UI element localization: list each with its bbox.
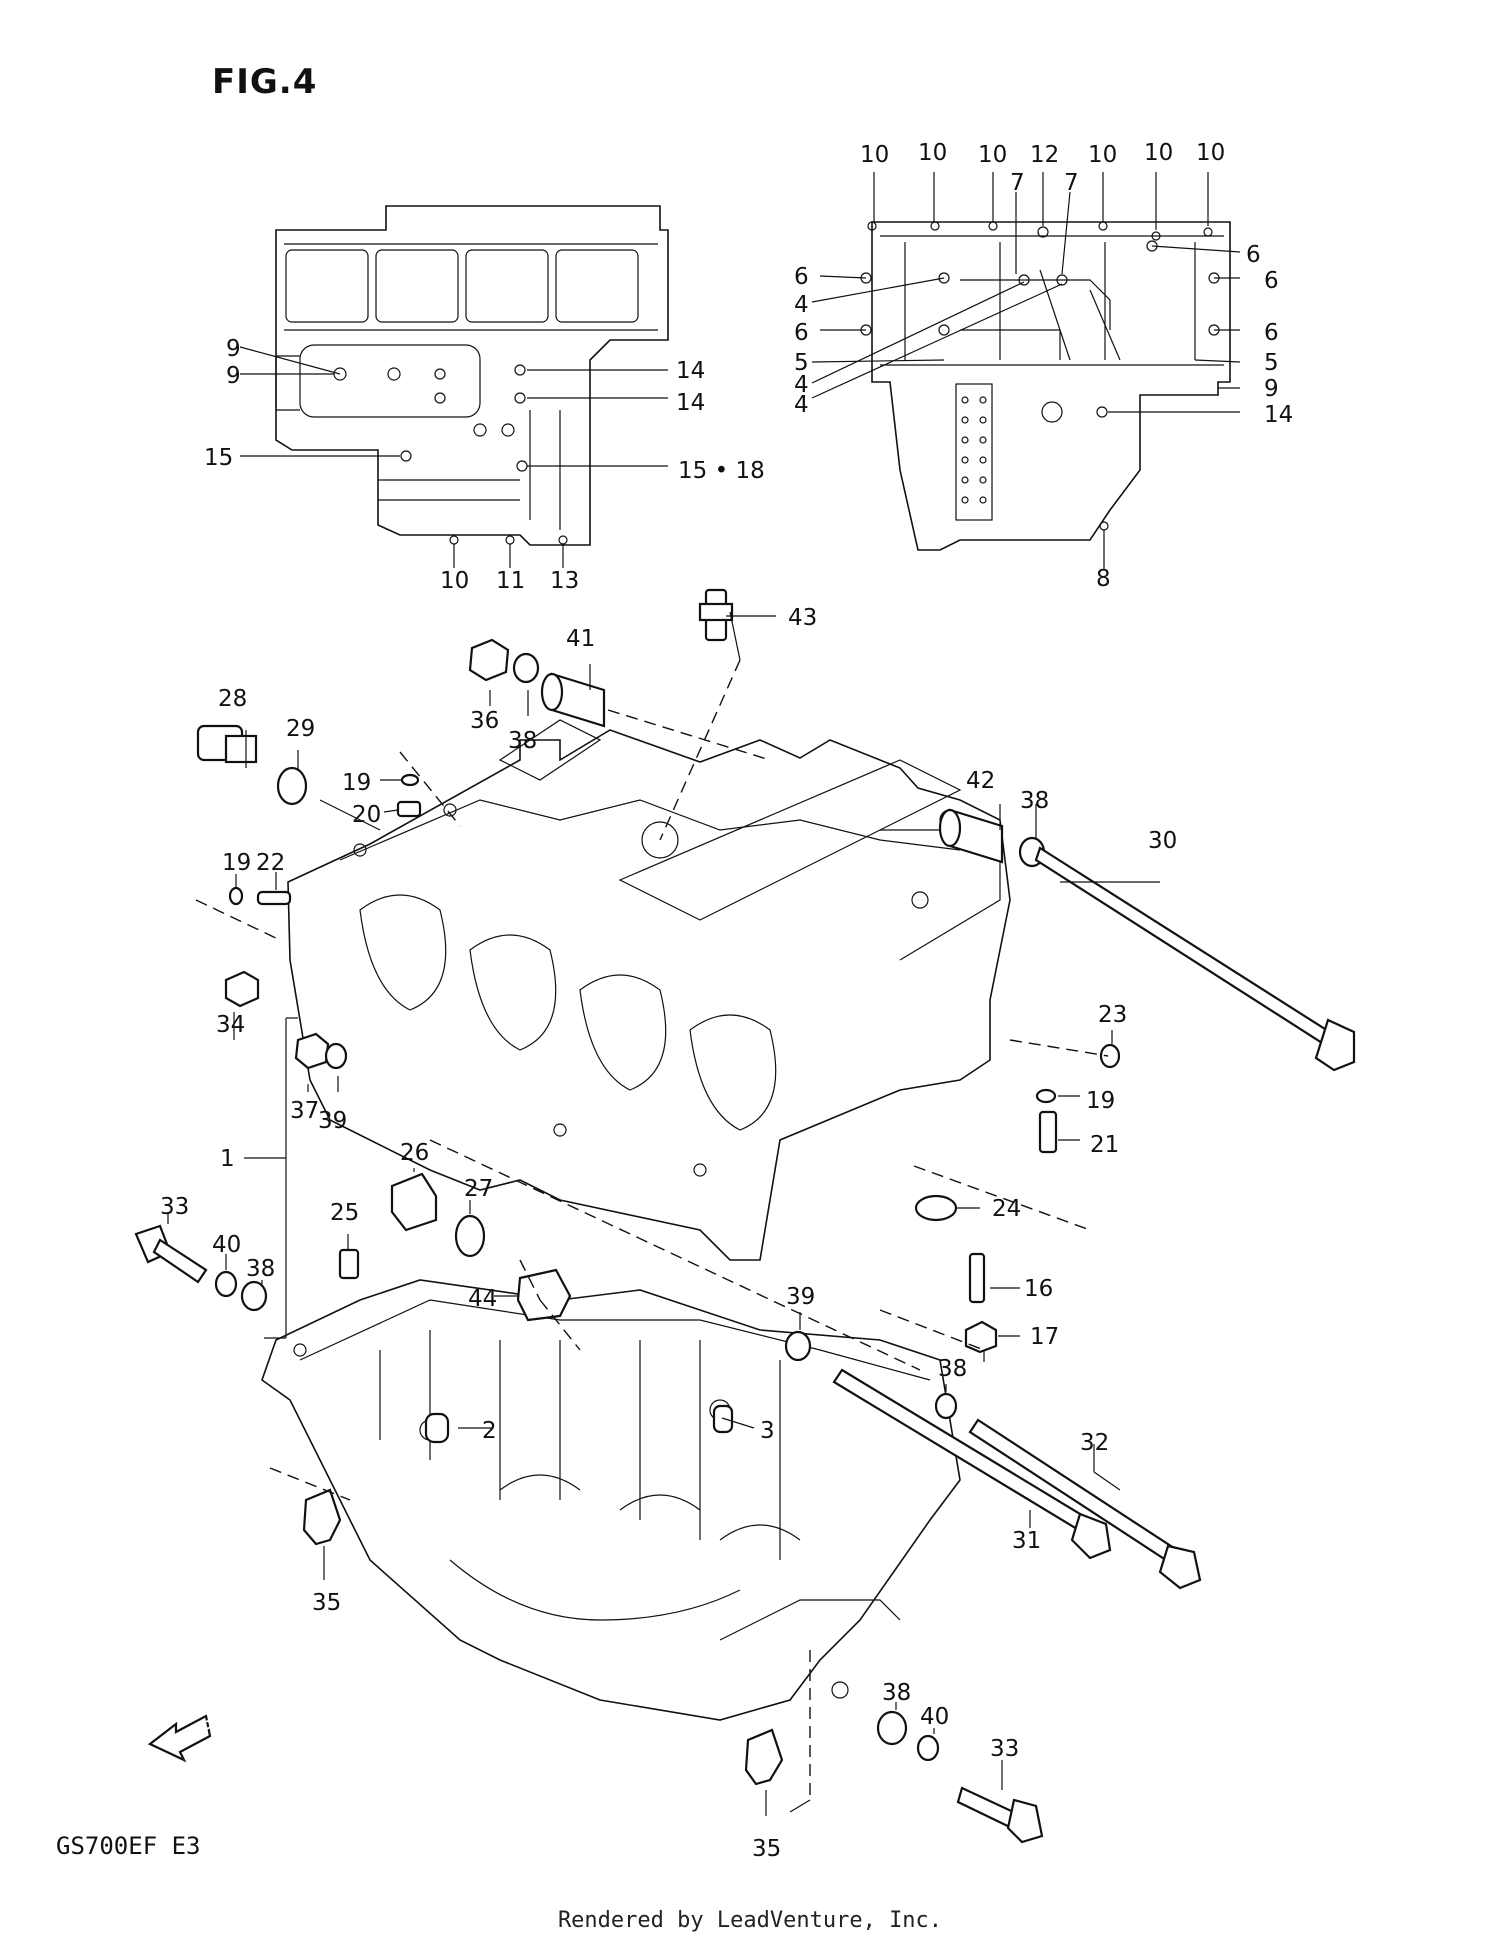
callout-top-right-10f: 10 xyxy=(1196,140,1225,166)
callout-top-left-15: 15 xyxy=(204,445,233,471)
callout-p16: 16 xyxy=(1024,1276,1053,1302)
callout-top-right-12: 12 xyxy=(1030,142,1059,168)
callout-p30: 30 xyxy=(1148,828,1177,854)
callout-p38c: 38 xyxy=(246,1256,275,1282)
callout-top-left-13: 13 xyxy=(550,568,579,594)
callout-p29: 29 xyxy=(286,716,315,742)
callout-top-right-4a: 4 xyxy=(794,292,809,318)
model-code: GS700EF E3 xyxy=(56,1832,201,1860)
callout-p39b: 39 xyxy=(786,1284,815,1310)
callout-top-right-10e: 10 xyxy=(1144,140,1173,166)
callout-p43: 43 xyxy=(788,605,817,631)
callout-top-right-5a: 5 xyxy=(794,350,809,376)
callout-p27: 27 xyxy=(464,1176,493,1202)
callout-p2: 2 xyxy=(482,1418,497,1444)
callout-p40a: 40 xyxy=(212,1232,241,1258)
inset-upper-case-view xyxy=(239,205,669,568)
callout-p19b: 19 xyxy=(222,850,251,876)
callout-p1: 1 xyxy=(220,1146,235,1172)
callout-top-left-9a: 9 xyxy=(226,336,241,362)
callout-top-left-15-18: 15 • 18 xyxy=(678,458,765,484)
callout-top-right-6b: 6 xyxy=(1246,242,1261,268)
callout-top-left-11: 11 xyxy=(496,568,525,594)
callout-top-right-4c: 4 xyxy=(794,392,809,418)
callout-top-right-6a: 6 xyxy=(794,264,809,290)
callout-p33b: 33 xyxy=(990,1736,1019,1762)
callout-p38e: 38 xyxy=(882,1680,911,1706)
callout-top-right-4b: 4 xyxy=(794,372,809,398)
callout-top-right-6c: 6 xyxy=(1264,268,1279,294)
callout-p17: 17 xyxy=(1030,1324,1059,1350)
callout-top-right-14: 14 xyxy=(1264,402,1293,428)
small-parts xyxy=(134,588,1356,1844)
callout-p35a: 35 xyxy=(312,1590,341,1616)
callout-p19a: 19 xyxy=(342,770,371,796)
figure-title: FIG.4 xyxy=(212,62,318,102)
callout-p44: 44 xyxy=(468,1286,497,1312)
leader-lines xyxy=(167,611,1160,1816)
callout-p25: 25 xyxy=(330,1200,359,1226)
callout-top-right-7a: 7 xyxy=(1010,170,1025,196)
callout-p42: 42 xyxy=(966,768,995,794)
callout-p37: 37 xyxy=(290,1098,319,1124)
callout-top-right-10c: 10 xyxy=(978,142,1007,168)
callout-top-left-14b: 14 xyxy=(676,390,705,416)
callout-top-left-9b: 9 xyxy=(226,363,241,389)
callout-top-right-8: 8 xyxy=(1096,566,1111,592)
callout-top-right-10d: 10 xyxy=(1088,142,1117,168)
callout-p19c: 19 xyxy=(1086,1088,1115,1114)
callout-p21: 21 xyxy=(1090,1132,1119,1158)
callout-p34: 34 xyxy=(216,1012,245,1038)
callout-p36: 36 xyxy=(470,708,499,734)
callout-p24: 24 xyxy=(992,1196,1021,1222)
callout-top-left-10: 10 xyxy=(440,568,469,594)
inset-lower-case-view xyxy=(811,172,1241,570)
callout-p28: 28 xyxy=(218,686,247,712)
callout-top-left-14a: 14 xyxy=(676,358,705,384)
callout-p39a: 39 xyxy=(318,1108,347,1134)
lower-crankcase xyxy=(261,1279,961,1721)
callout-p32: 32 xyxy=(1080,1430,1109,1456)
callout-p38d: 38 xyxy=(938,1356,967,1382)
callout-p31: 31 xyxy=(1012,1528,1041,1554)
callout-p38b: 38 xyxy=(1020,788,1049,814)
callout-p40b: 40 xyxy=(920,1704,949,1730)
callout-top-right-6e: 6 xyxy=(1264,320,1279,346)
callout-top-right-10b: 10 xyxy=(918,140,947,166)
callout-p41: 41 xyxy=(566,626,595,652)
callout-p26: 26 xyxy=(400,1140,429,1166)
callout-p38a: 38 xyxy=(508,728,537,754)
callout-top-right-9: 9 xyxy=(1264,376,1279,402)
callout-p33a: 33 xyxy=(160,1194,189,1220)
callout-p22: 22 xyxy=(256,850,285,876)
callout-p35b: 35 xyxy=(752,1836,781,1862)
upper-crankcase xyxy=(287,719,1011,1261)
callout-p20: 20 xyxy=(352,802,381,828)
callout-p23: 23 xyxy=(1098,1002,1127,1028)
callout-top-right-5b: 5 xyxy=(1264,350,1279,376)
callout-top-right-6d: 6 xyxy=(794,320,809,346)
callout-p3: 3 xyxy=(760,1418,775,1444)
render-credit: Rendered by LeadVenture, Inc. xyxy=(557,1908,943,1933)
callout-top-right-10a: 10 xyxy=(860,142,889,168)
callout-top-right-7b: 7 xyxy=(1064,170,1079,196)
